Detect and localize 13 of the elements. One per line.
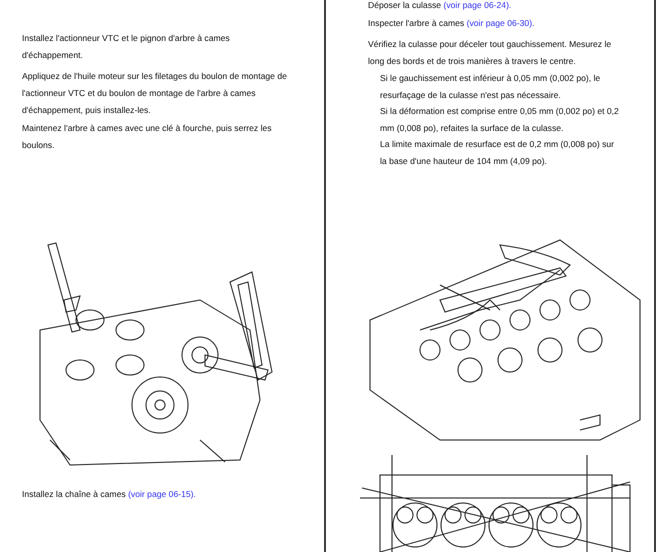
instruction-text: Installez l'actionneur VTC et le pignon d'arbre à cames d'échappement. [22, 32, 231, 62]
instruction-text: La limite maximale de resurface est de 0,2 mm (0,008 po) sur la base d'une hauteur de 104 mm (4,09 po). [380, 138, 615, 168]
page-link: (voir page 06-15). [128, 489, 196, 499]
page-link: (voir page 06-30). [466, 18, 534, 28]
instruction-text: Maintenez l'arbre à cames avec une clé à fourche, puis serrez les boulons. [22, 122, 273, 152]
instruction-text: Inspecter l'arbre à cames (voir page 06-30). [368, 17, 536, 30]
instruction-text: Vérifiez la culasse pour déceler tout gauchissement. Mesurez le long des bords et de trois manières à travers le centre. [368, 38, 612, 68]
instruction-text: Si le gauchissement est inférieur à 0,05 mm (0,002 po), le resurfaçage de la culasse n'est pas nécessaire. [380, 72, 602, 102]
instruction-text: Appliquez de l'huile moteur sur les filetages du boulon de montage de l'actionneur VTC et du boulon de montage de l'arbre à cames d'échappement, puis installez-les. [22, 70, 288, 117]
instruction-text: Installez la chaîne à cames (voir page 06-15). [22, 488, 197, 501]
instruction-text: Déposer la culasse (voir page 06-24). [368, 0, 512, 12]
instruction-text: Si la déformation est comprise entre 0,05 mm (0,002 po) et 0,2 mm (0,008 po), refaites la surface de la culasse. [380, 105, 620, 135]
page-link: (voir page 06-24). [443, 0, 512, 10]
